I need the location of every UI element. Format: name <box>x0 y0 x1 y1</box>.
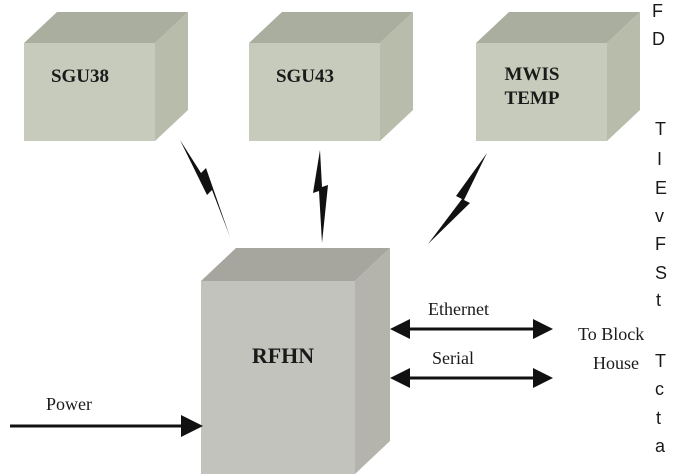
power-arrowhead <box>181 415 203 437</box>
sgu38-label: SGU38 <box>51 66 109 87</box>
edge-letter: I <box>657 149 662 169</box>
edge-letter: S <box>655 263 667 283</box>
lightning-bolt-icon <box>180 140 230 237</box>
sgu38-node: SGU38 <box>24 12 188 141</box>
serial-link: Serial <box>390 348 553 388</box>
ethernet-link: Ethernet <box>390 299 553 339</box>
serial-arrowhead-right <box>533 368 553 388</box>
serial-label: Serial <box>432 348 474 368</box>
mwis-front-face <box>476 43 607 141</box>
mwis-temp-node: MWIS TEMP <box>476 12 640 141</box>
power-label: Power <box>46 394 92 414</box>
wireless-link-sgu38 <box>180 140 230 237</box>
rfhn-node: RFHN <box>201 248 390 474</box>
edge-letter: a <box>655 436 666 456</box>
mwis-label-line1: MWIS <box>505 64 560 85</box>
wireless-link-sgu43 <box>313 150 328 243</box>
edge-letter: c <box>655 379 664 399</box>
mwis-side-face <box>607 12 640 141</box>
sgu43-top-face <box>249 12 413 43</box>
ethernet-arrowhead-right <box>533 319 553 339</box>
edge-letter: T <box>655 119 666 139</box>
mwis-top-face <box>476 12 640 43</box>
destination-label-line1: To Block <box>578 324 644 344</box>
sgu43-node: SGU43 <box>249 12 413 141</box>
rfhn-front-face <box>201 281 355 474</box>
edge-letter: F <box>652 1 663 21</box>
rfhn-side-face <box>355 248 390 474</box>
ethernet-label: Ethernet <box>428 299 489 319</box>
ethernet-arrowhead-left <box>390 319 410 339</box>
edge-letter: T <box>655 351 666 371</box>
sgu38-side-face <box>155 12 188 141</box>
edge-letter: t <box>656 408 661 428</box>
edge-letter: t <box>656 290 661 310</box>
edge-letter: v <box>655 206 664 226</box>
wireless-link-mwis <box>428 153 487 244</box>
power-link: Power <box>10 394 203 437</box>
sgu43-front-face <box>249 43 380 141</box>
sgu38-front-face <box>24 43 155 141</box>
destination-label-line2: House <box>593 353 639 373</box>
clipped-edge-text: F D T I E v F S t T c t a <box>652 1 667 456</box>
mwis-label-line2: TEMP <box>505 88 560 109</box>
rfhn-label: RFHN <box>252 343 314 368</box>
serial-arrowhead-left <box>390 368 410 388</box>
edge-letter: E <box>655 178 667 198</box>
sgu43-side-face <box>380 12 413 141</box>
sgu38-top-face <box>24 12 188 43</box>
lightning-bolt-icon <box>313 150 328 243</box>
sgu43-label: SGU43 <box>276 66 334 87</box>
edge-letter: D <box>652 29 665 49</box>
edge-letter: F <box>655 234 666 254</box>
lightning-bolt-icon <box>428 153 487 244</box>
rfhn-top-face <box>201 248 390 281</box>
